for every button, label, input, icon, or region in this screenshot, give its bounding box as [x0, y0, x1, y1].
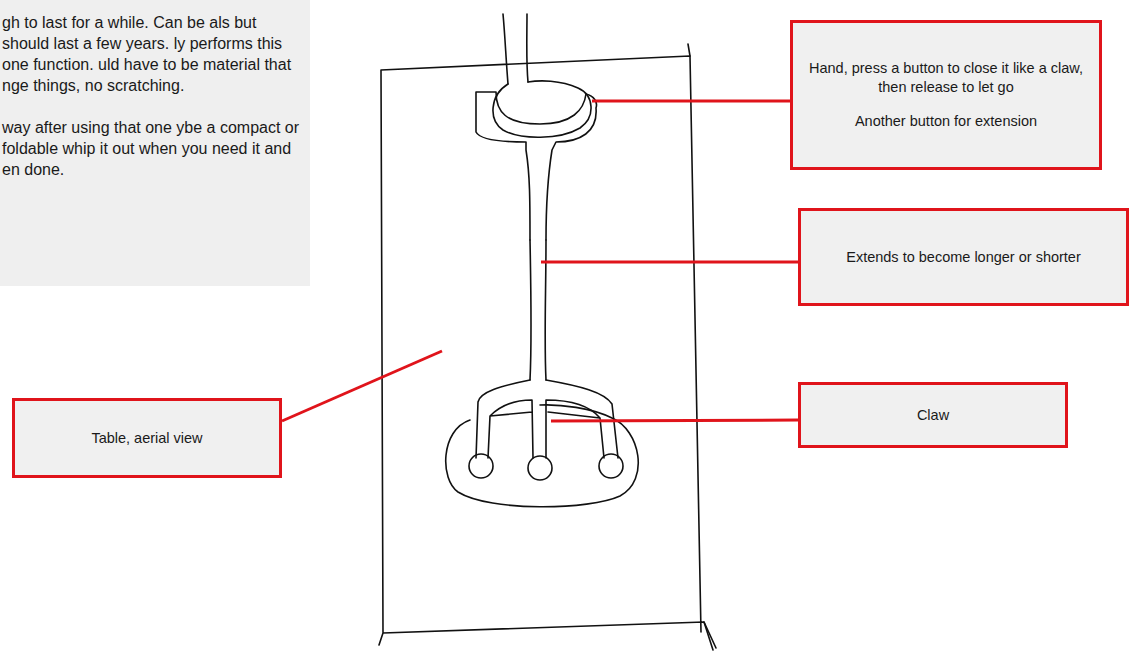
- leader-line: [592, 100, 790, 103]
- callout-box: Hand, press a button to close it like a …: [790, 20, 1102, 170]
- hand-cup: [476, 92, 597, 240]
- claw-tip: [528, 456, 552, 480]
- leader-line: [541, 261, 798, 264]
- table-corner: [688, 44, 716, 648]
- note-box: gh to last for a while. Can be als but s…: [0, 0, 310, 286]
- callout-text: Another button for extension: [855, 112, 1037, 131]
- claw-tip: [469, 454, 493, 478]
- leader-line: [282, 351, 442, 421]
- claw-fork: [476, 380, 618, 458]
- claw-tip: [599, 454, 623, 478]
- callout-text: Claw: [917, 406, 949, 425]
- handle-stick: [503, 14, 528, 84]
- note-text: way after using that one ybe a compact o…: [2, 117, 302, 180]
- callout-text: Table, aerial view: [91, 429, 202, 448]
- hand-knob: [493, 81, 591, 137]
- leader-line: [551, 420, 798, 421]
- table-outline: [379, 56, 713, 650]
- note-text: gh to last for a while. Can be als but s…: [2, 12, 302, 96]
- callout-text: Hand, press a button to close it like a …: [805, 59, 1087, 97]
- callout-box: Table, aerial view: [12, 398, 282, 478]
- callout-box: Extends to become longer or shorter: [798, 208, 1129, 306]
- callout-text: Extends to become longer or shorter: [846, 248, 1081, 267]
- callout-box: Claw: [798, 382, 1068, 448]
